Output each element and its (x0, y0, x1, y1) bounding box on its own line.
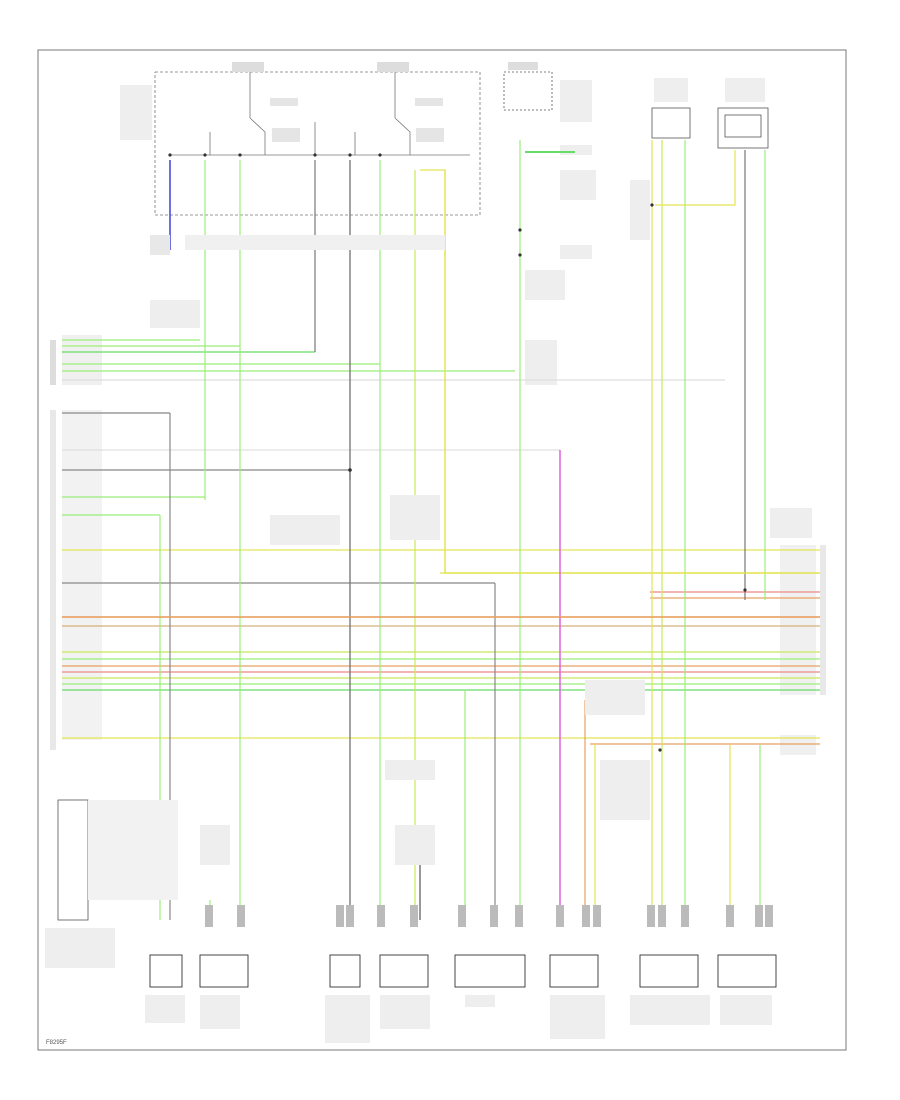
diagram-frame (37, 49, 847, 1051)
horizontal-wire-bus (62, 339, 820, 745)
fuse-relay-box (154, 71, 481, 216)
bottom-left-connector (45, 799, 230, 968)
bottom-components (149, 954, 777, 988)
mid-labels (150, 180, 650, 865)
bottom-connector-stubs (205, 905, 773, 927)
right-pin-column (770, 508, 826, 755)
splice-points (168, 153, 747, 752)
figure-id: F8295F (46, 1040, 67, 1046)
left-pin-column (50, 335, 102, 750)
top-right-labels (508, 62, 765, 385)
top-right-components (503, 71, 769, 149)
fuse-relay-box-labels (120, 62, 444, 142)
vertical-wires (159, 140, 766, 920)
bottom-component-labels (145, 995, 772, 1043)
wire-yellow-1 (444, 170, 820, 574)
